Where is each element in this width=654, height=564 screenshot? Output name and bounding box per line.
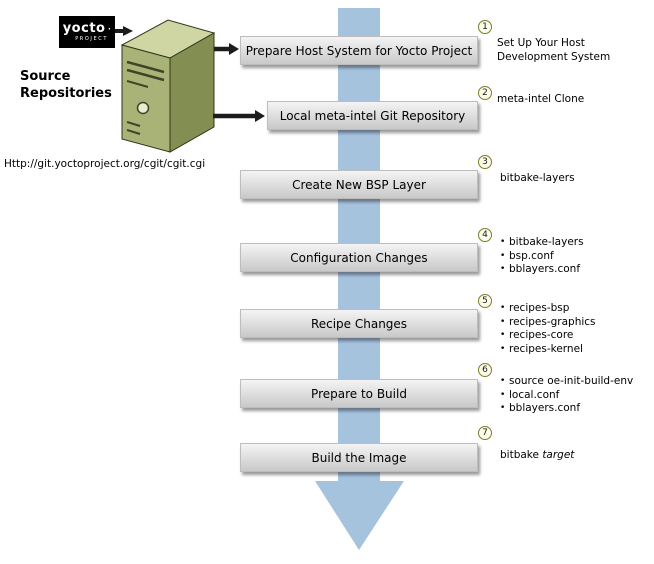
note-line: bitbake-layers [500, 236, 584, 250]
yocto-logo: yocto · PROJECT [59, 16, 115, 48]
note-line: Set Up Your Host [497, 37, 585, 49]
note-line: bitbake-layers [500, 172, 575, 184]
source-repositories-label: Source Repositories [20, 68, 112, 102]
workflow-down-arrow-icon [315, 8, 404, 550]
step-note-7: bitbake target [500, 449, 574, 463]
note-line: local.conf [500, 389, 633, 403]
source-repositories-line2: Repositories [20, 86, 112, 101]
source-repositories-url[interactable]: Http://git.yoctoproject.org/cgit/cgit.cg… [4, 158, 206, 170]
step-note-5: recipes-bsp recipes-graphics recipes-cor… [500, 302, 596, 356]
note-command: bitbake [500, 449, 539, 461]
step-badge-1: 1 [478, 20, 492, 34]
step-note-2: meta-intel Clone [497, 93, 584, 107]
step-note-4: bitbake-layers bsp.conf bblayers.conf [500, 236, 584, 277]
step-box-prepare-host: Prepare Host System for Yocto Project [240, 36, 478, 65]
note-line: Development System [497, 50, 611, 63]
computer-tower-icon [120, 19, 216, 153]
step-badge-4: 4 [478, 228, 492, 242]
step-note-1: Set Up Your Host Development System [497, 37, 610, 64]
step-note-3: bitbake-layers [500, 172, 575, 186]
note-line: bblayers.conf [500, 263, 584, 277]
step-box-configuration-changes: Configuration Changes [240, 243, 478, 272]
step-box-meta-intel-repo: Local meta-intel Git Repository [267, 101, 478, 130]
note-command-arg: target [542, 449, 575, 461]
step-box-create-bsp-layer: Create New BSP Layer [240, 170, 478, 199]
note-line: recipes-graphics [500, 316, 596, 330]
arrow-computer-to-step1-icon [214, 43, 239, 55]
step-badge-6: 6 [478, 363, 492, 377]
yocto-logo-project-label: PROJECT [75, 36, 108, 42]
note-line: bsp.conf [500, 250, 584, 264]
step-note-6: source oe-init-build-env local.conf bbla… [500, 375, 633, 416]
step-badge-5: 5 [478, 294, 492, 308]
note-line: meta-intel Clone [497, 93, 585, 105]
step-box-prepare-to-build: Prepare to Build [240, 379, 478, 408]
yocto-logo-wordmark: yocto · [63, 22, 112, 35]
step-badge-7: 7 [478, 426, 492, 440]
step-box-recipe-changes: Recipe Changes [240, 309, 478, 338]
step-badge-3: 3 [478, 155, 492, 169]
arrow-computer-to-step2-icon [213, 110, 265, 122]
note-line: bblayers.conf [500, 402, 633, 416]
note-line: recipes-core [500, 329, 596, 343]
step-box-build-image: Build the Image [240, 443, 478, 472]
yocto-logo-brand: yocto [62, 21, 106, 36]
arrow-logo-to-computer-icon [115, 26, 133, 36]
note-line: recipes-kernel [500, 343, 596, 357]
step-badge-2: 2 [478, 86, 492, 100]
yocto-logo-dot: · [107, 21, 112, 36]
source-repositories-line1: Source [20, 69, 71, 84]
note-line: source oe-init-build-env [500, 375, 633, 389]
note-line: bitbake target [500, 449, 574, 463]
note-line: recipes-bsp [500, 302, 596, 316]
